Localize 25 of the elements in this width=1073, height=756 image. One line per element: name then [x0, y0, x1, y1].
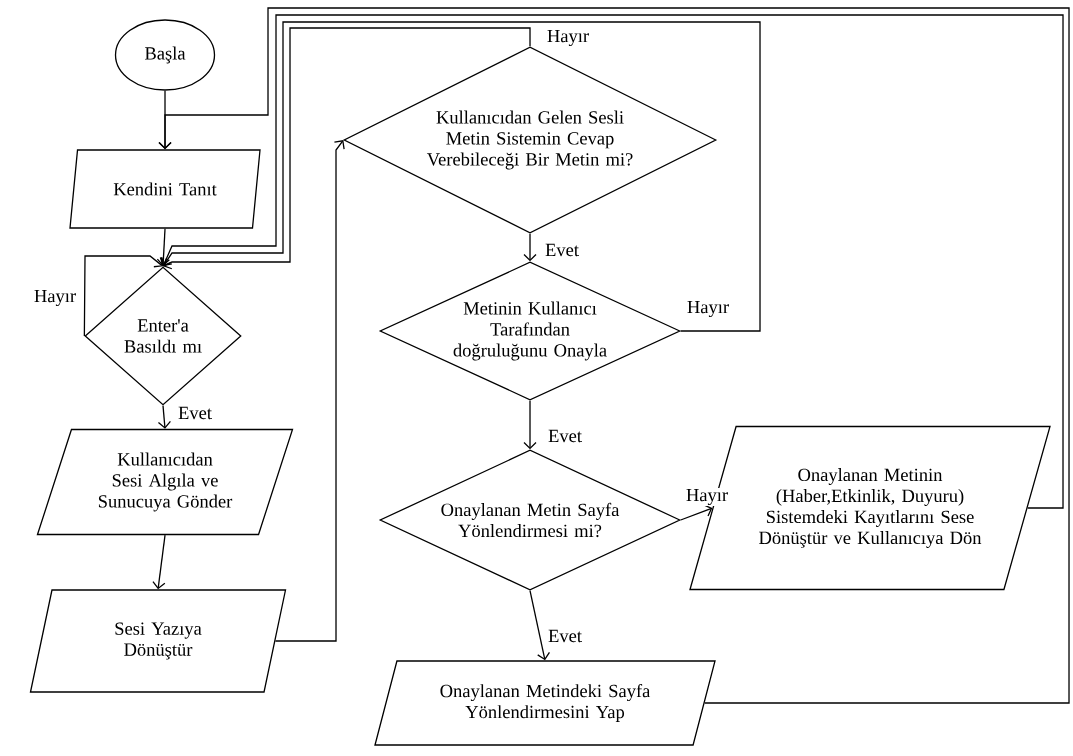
arrow: [680, 504, 713, 521]
io-parallelogram: Kendini Tanıt: [69, 149, 261, 229]
arrow: [152, 534, 166, 590]
edge-label: Evet: [547, 428, 583, 444]
edge-label: Hayır: [545, 28, 591, 48]
io-parallelogram: Onaylanan Metindeki Sayfa Yönlendirmesini Yap: [374, 660, 716, 746]
io-parallelogram: Sesi Yazıya Dönüştür: [29, 589, 287, 693]
edge-label: Evet: [544, 242, 580, 258]
edge-label: Evet: [177, 405, 213, 421]
arrow: [159, 14, 1064, 509]
arrow: [523, 400, 537, 450]
arrow: [83, 255, 163, 337]
io-parallelogram: Kullanıcıdan Sesi Algıla ve Sunucuya Gönder: [36, 428, 294, 536]
arrow: [156, 228, 170, 267]
arrow: [529, 590, 551, 661]
arrow: [161, 21, 761, 332]
arrow: [157, 405, 172, 429]
edge-label: Hayır: [32, 288, 78, 308]
arrow: [523, 233, 537, 262]
edge-label: Hayır: [685, 299, 731, 319]
edge-label: Hayır: [684, 487, 730, 507]
arrow: [158, 7, 1070, 704]
arrow: [163, 27, 531, 270]
arrow: [274, 140, 345, 642]
edge-label: Evet: [547, 628, 583, 644]
